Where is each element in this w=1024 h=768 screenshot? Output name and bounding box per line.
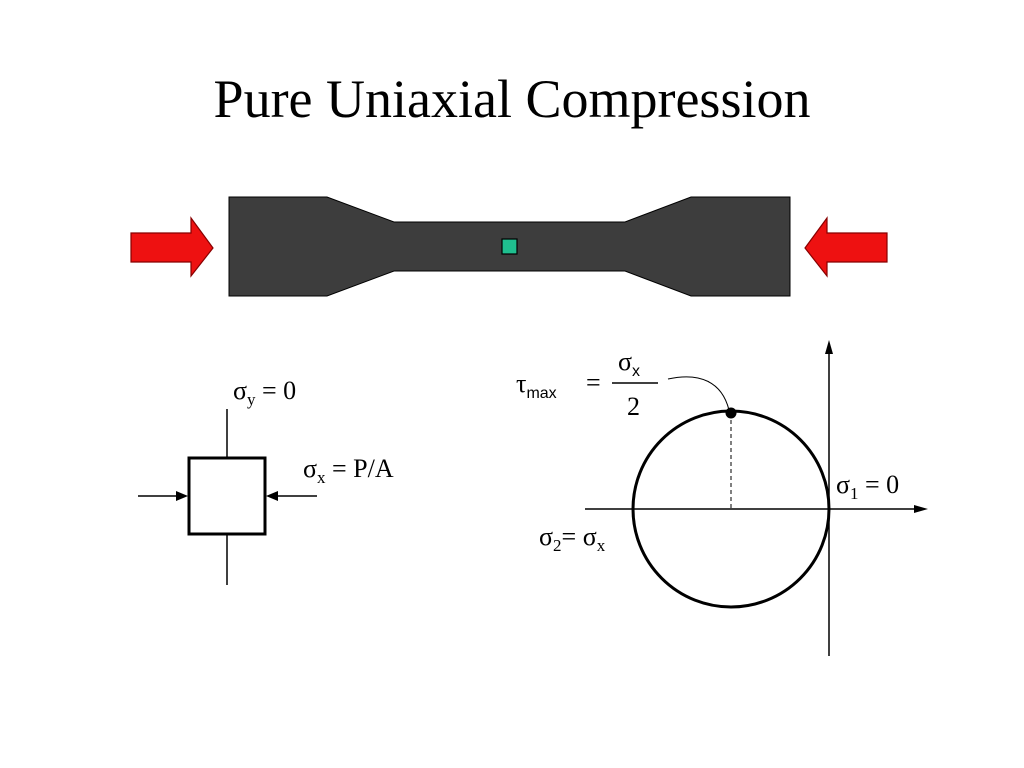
element-left-arrowhead: [176, 491, 188, 501]
tau-axis-arrowhead: [825, 340, 833, 354]
tau-max-point: [725, 407, 737, 419]
left-compression-arrow: [130, 216, 214, 278]
tau-max-denominator: 2: [627, 392, 640, 421]
element-right-arrowhead: [266, 491, 278, 501]
tau-max-leader: [667, 376, 730, 411]
sigma-1-label: σ1 = 0: [836, 470, 900, 503]
tau-max-equals: =: [586, 368, 601, 397]
sigma-axis-arrowhead: [914, 505, 928, 513]
sigma-x-label: σx = P/A: [303, 454, 394, 487]
page-title: Pure Uniaxial Compression: [213, 69, 811, 129]
tau-max-label: τmax: [516, 369, 557, 402]
sigma-2-label: σ2= σx: [539, 522, 606, 555]
tau-max-numerator: σx: [618, 347, 641, 380]
sigma-y-label: σy = 0: [233, 376, 297, 409]
stress-element-marker: [501, 238, 518, 255]
right-compression-arrow: [804, 216, 888, 278]
stress-element-square: [187, 456, 267, 536]
